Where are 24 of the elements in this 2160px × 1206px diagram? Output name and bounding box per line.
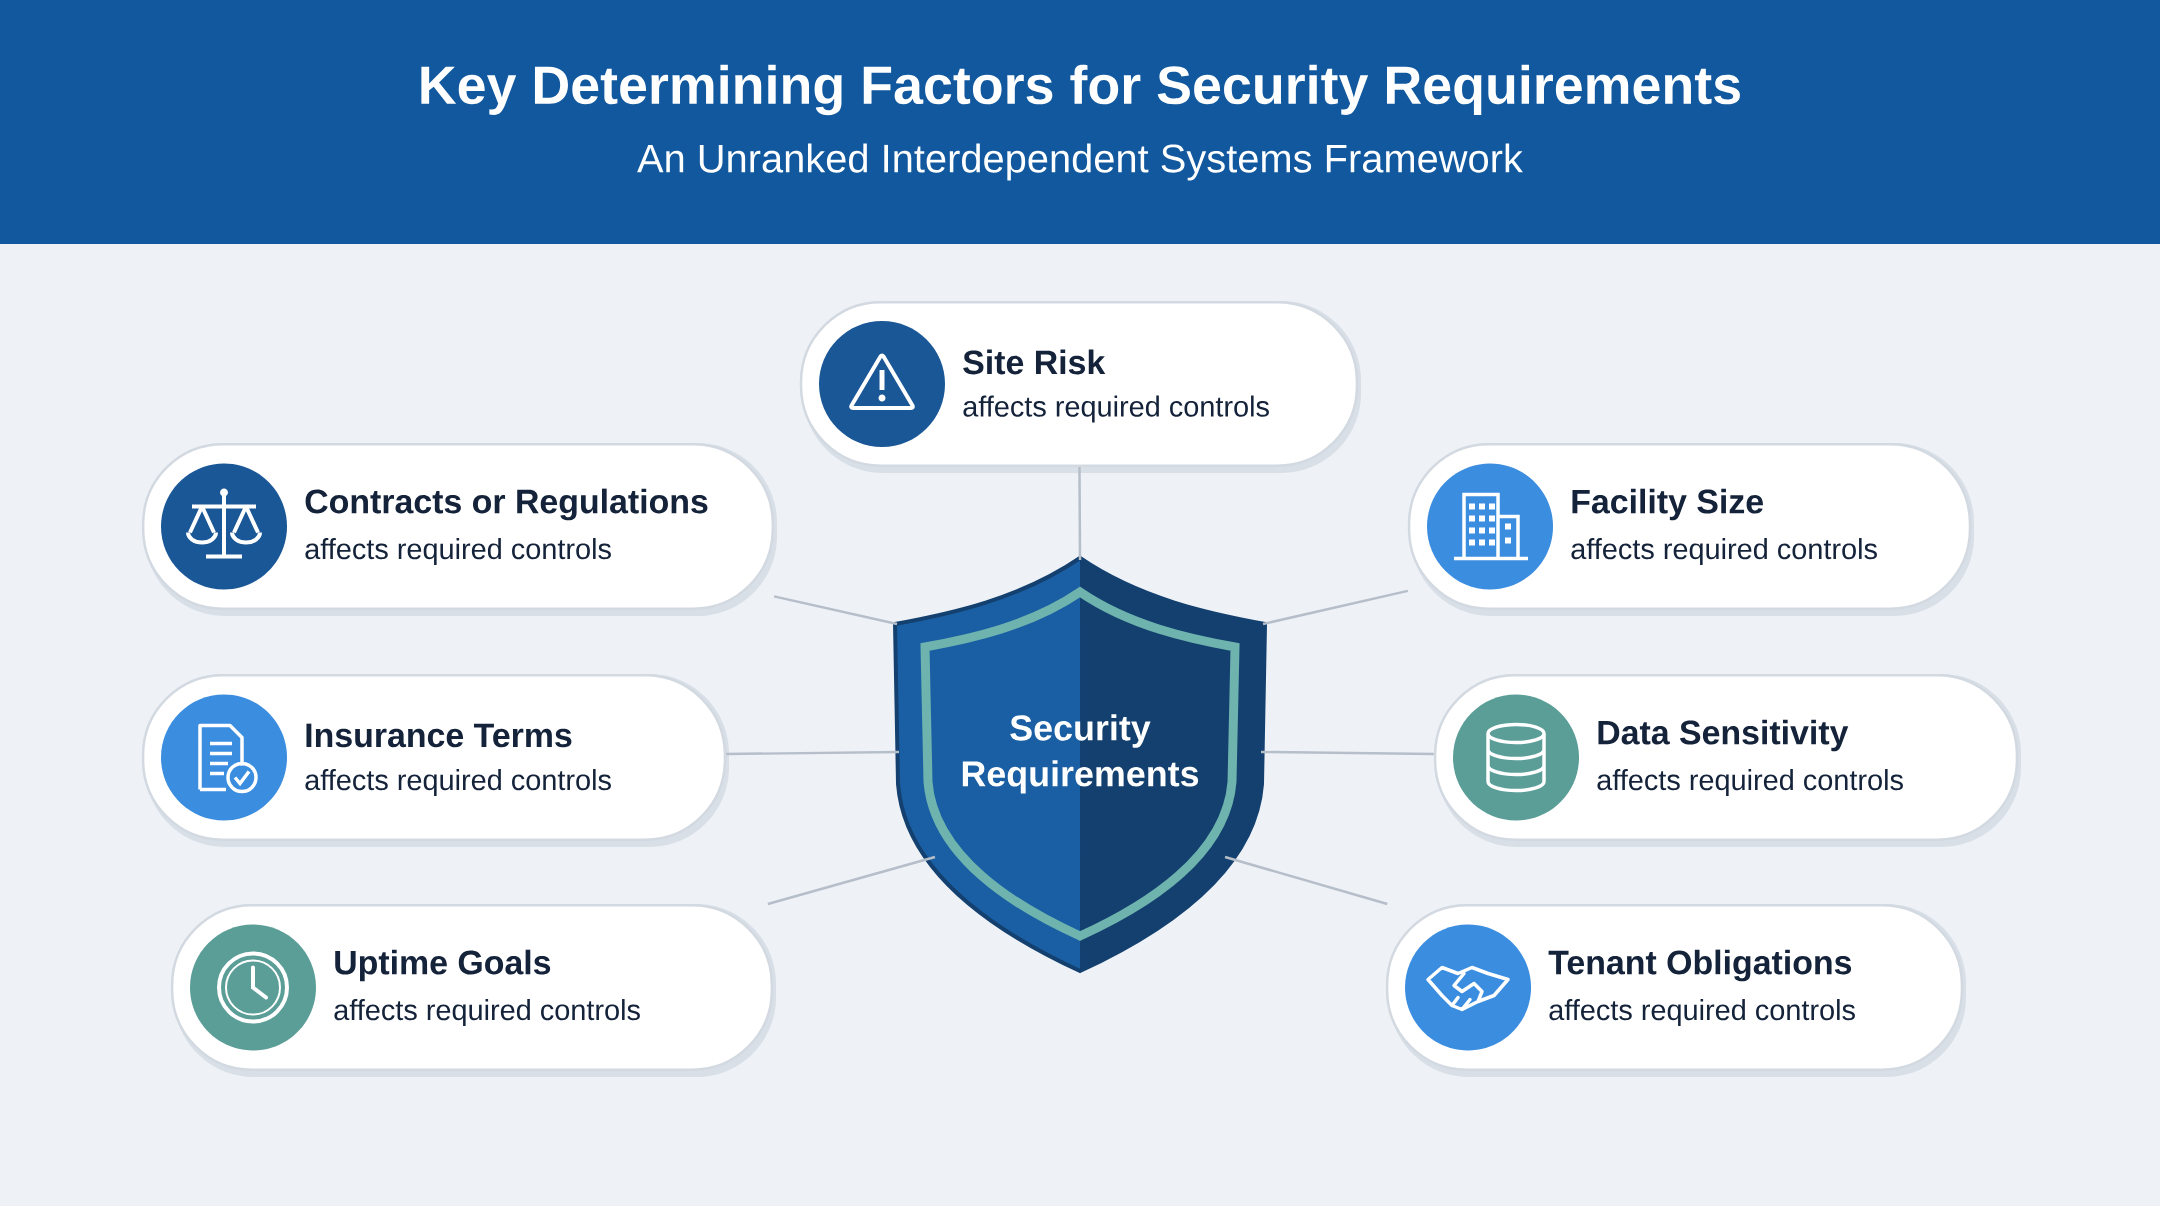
connector-line [1261,750,1434,756]
factor-description: affects required controls [305,538,611,565]
factor-title: Facility Size [1572,488,1763,521]
factor-description: affects required controls [1597,769,1903,796]
factor-title: Contracts or Regulations [305,488,708,521]
connector-line [1262,589,1409,626]
connector-line [726,750,900,756]
factor-title: Site Risk [963,349,1106,375]
factor-title: Uptime Goals [335,949,551,982]
factor-title: Insurance Terms [306,723,572,748]
factor-title: Tenant Obligations [1548,949,1852,982]
factor-description: affects required controls [963,395,1269,423]
factor-description: affects required controls [1549,999,1855,1026]
connector-line [773,595,898,626]
factor-description: affects required controls [1571,538,1877,565]
connector-line [767,855,936,906]
connector-line [1078,466,1082,560]
subtitle: An Unranked Interdependent Systems Framework [637,143,1523,181]
title: Key Determining Factors for Security Requirements [421,64,1740,116]
factor-title: Data Sensitivity [1598,719,1849,752]
connector-line [1224,855,1388,906]
factor-description: affects required controls [305,769,611,796]
factor-description: affects required controls [334,999,640,1026]
shield-label: Security Requirements [962,714,1199,794]
